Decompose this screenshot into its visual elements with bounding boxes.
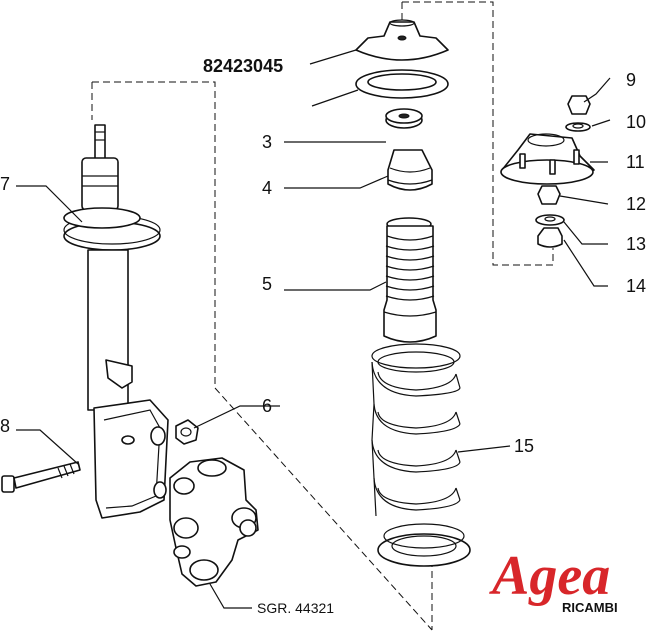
label-14: 14 [626, 276, 646, 296]
upper-mount-assembly [500, 95, 595, 248]
label-6: 6 [262, 396, 272, 416]
steering-knuckle [169, 457, 259, 587]
nut-part-9 [567, 95, 591, 115]
label-3: 3 [262, 132, 272, 152]
coil-spring-part-15 [371, 343, 471, 567]
label-7: 7 [0, 174, 10, 194]
label-12: 12 [626, 194, 646, 214]
dust-boot-part-5 [383, 217, 437, 343]
label-5: 5 [262, 274, 272, 294]
label-11: 11 [626, 152, 645, 172]
washer-part-3 [385, 108, 423, 129]
nut-part-6 [175, 419, 199, 445]
bolt-part-8 [1, 461, 81, 493]
nut-part-12 [537, 185, 561, 205]
top-mount-82423045 [355, 19, 449, 99]
callout-labels: 82423045 3 4 5 6 7 8 9 10 11 12 13 14 15… [0, 56, 646, 616]
label-13: 13 [626, 234, 646, 254]
agea-ricambi-logo: Agea RICAMBI [489, 545, 618, 615]
shock-absorber-strut [63, 124, 169, 519]
label-82423045: 82423045 [203, 56, 283, 76]
label-8: 8 [0, 416, 10, 436]
logo-brand: Agea [489, 545, 610, 607]
label-10: 10 [626, 112, 646, 132]
bump-stop-part-4 [387, 149, 433, 191]
washer-part-10 [565, 122, 591, 132]
bushing-part-14 [537, 227, 563, 248]
reference-label: SGR. 44321 [257, 600, 334, 616]
assembly-guide-lines [91, 1, 554, 631]
logo-sub: RICAMBI [562, 600, 618, 615]
washer-part-13 [535, 214, 565, 226]
leader-lines [16, 49, 611, 609]
label-9: 9 [626, 70, 636, 90]
label-4: 4 [262, 178, 272, 198]
label-15: 15 [514, 436, 534, 456]
